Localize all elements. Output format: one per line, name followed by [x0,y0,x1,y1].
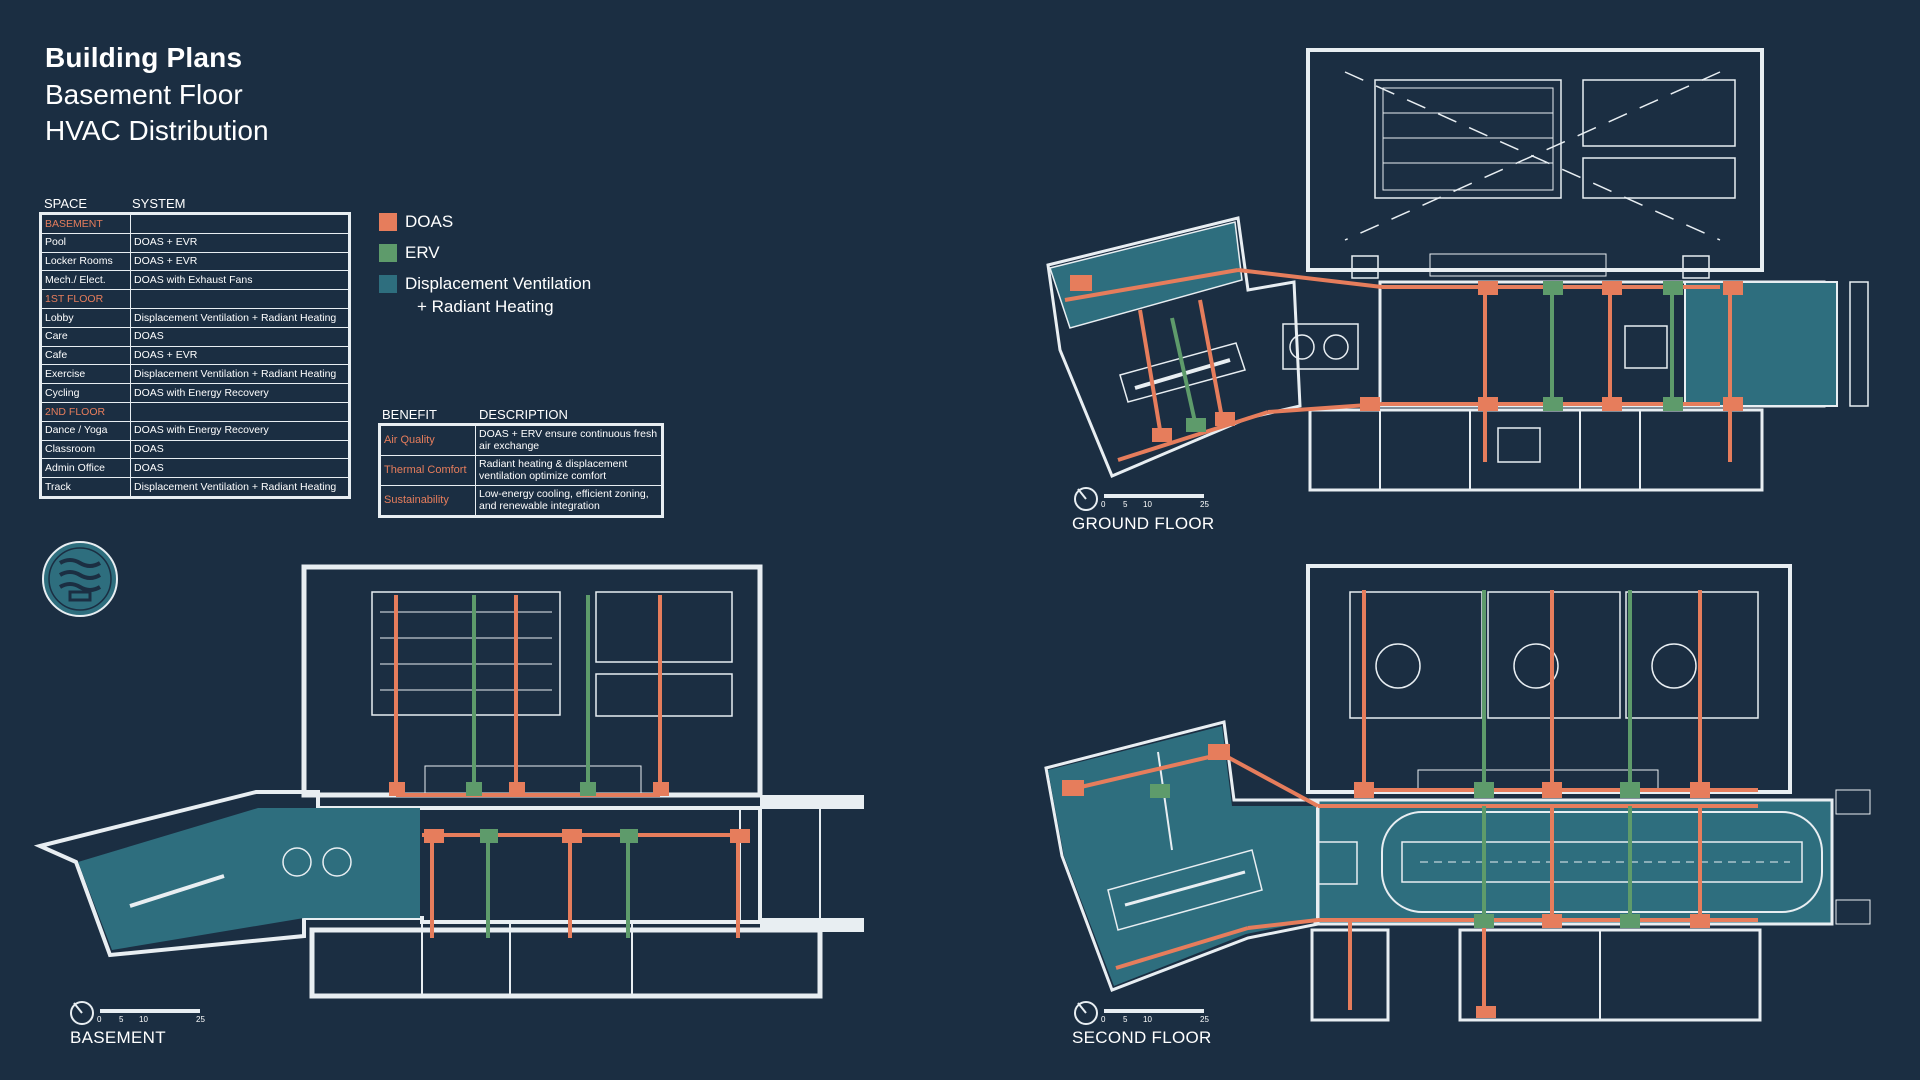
system-cell: DOAS [130,458,350,479]
description-header: DESCRIPTION [479,407,568,422]
page-subtitle-topic: HVAC Distribution [45,115,269,146]
space-cell: BASEMENT [40,213,131,234]
benefit-cell: Sustainability [379,485,476,517]
doas-swatch [379,213,397,231]
space-cell: Care [40,326,131,347]
second-scale-bar [1074,1001,1204,1025]
second-scale-5: 5 [1123,1015,1128,1024]
space-cell: Exercise [40,364,131,385]
second-scale-10: 10 [1143,1015,1152,1024]
benefit-header: BENEFIT [382,407,437,422]
system-cell: Displacement Ventilation + Radiant Heati… [130,477,350,498]
system-cell: DOAS + EVR [130,345,350,366]
space-cell: Mech./ Elect. [40,270,131,291]
second-floor-plan [1044,564,1871,1022]
basement-scale-25: 25 [196,1015,205,1024]
page-title: Building Plans [45,42,243,73]
space-cell: Locker Rooms [40,251,131,272]
displacement-swatch [379,275,397,293]
space-cell: Cycling [40,383,131,403]
legend-doas-label: DOAS [405,212,454,231]
ground-scale-5: 5 [1123,500,1128,509]
system-cell [130,213,350,234]
second-scale-25: 25 [1200,1015,1209,1024]
space-cell: Admin Office [40,458,131,479]
system-cell: DOAS + EVR [130,232,350,253]
floor-header-row: 2ND FLOOR [40,401,350,422]
legend-erv: ERV [379,243,440,264]
basement-scale-5: 5 [119,1015,124,1024]
system-header: SYSTEM [132,196,186,211]
description-cell: DOAS + ERV ensure continuous fresh air e… [475,424,663,456]
floor-header-row: 1ST FLOOR [40,289,350,309]
system-cell: DOAS with Energy Recovery [130,420,350,441]
legend-displacement: Displacement Ventilation + Radiant Heati… [379,274,591,318]
system-cell: DOAS [130,326,350,347]
system-cell: DOAS with Exhaust Fans [130,270,350,291]
legend-dv-line2: + Radiant Heating [417,297,554,316]
benefit-cell: Air Quality [379,424,476,456]
legend-erv-label: ERV [405,243,440,262]
description-cell: Radiant heating & displacement ventilati… [475,455,663,486]
page-subtitle-floor: Basement Floor [45,79,243,110]
second-scale-0: 0 [1101,1015,1106,1024]
space-cell: Cafe [40,345,131,366]
space-cell: 2ND FLOOR [40,401,131,422]
hvac-airflow-icon [42,541,118,617]
system-cell: DOAS with Energy Recovery [130,383,350,403]
system-cell: Displacement Ventilation + Radiant Heati… [130,307,350,328]
system-cell: Displacement Ventilation + Radiant Heati… [130,364,350,385]
table-row: Mech./ Elect.DOAS with Exhaust Fans [40,270,350,291]
system-cell [130,289,350,309]
second-floor-label: SECOND FLOOR [1072,1028,1212,1047]
basement-plan [33,564,864,999]
ground-floor-label: GROUND FLOOR [1072,514,1215,533]
system-cell [130,401,350,422]
ground-scale-bar [1074,487,1204,511]
space-cell: Classroom [40,439,131,460]
legend-displacement-label: Displacement Ventilation + Radiant Heati… [405,272,591,318]
floor-header-row: BASEMENT [40,213,350,234]
basement-label: BASEMENT [70,1028,166,1047]
basement-scale-10: 10 [139,1015,148,1024]
ground-scale-10: 10 [1143,500,1152,509]
basement-scale-bar [70,1001,200,1025]
ground-scale-0: 0 [1101,500,1106,509]
system-cell: DOAS [130,439,350,460]
erv-swatch [379,244,397,262]
space-cell: 1ST FLOOR [40,289,131,309]
benefit-cell: Thermal Comfort [379,455,476,486]
ground-scale-25: 25 [1200,500,1209,509]
space-cell: Pool [40,232,131,253]
basement-scale-0: 0 [97,1015,102,1024]
legend-doas: DOAS [379,212,453,233]
space-cell: Track [40,477,131,498]
ground-floor-plan [1046,48,1869,492]
system-cell: DOAS + EVR [130,251,350,272]
space-header: SPACE [44,196,88,211]
space-cell: Lobby [40,307,131,328]
description-cell: Low-energy cooling, efficient zoning, an… [475,485,663,517]
space-cell: Dance / Yoga [40,420,131,441]
legend-dv-line1: Displacement Ventilation [405,274,592,293]
